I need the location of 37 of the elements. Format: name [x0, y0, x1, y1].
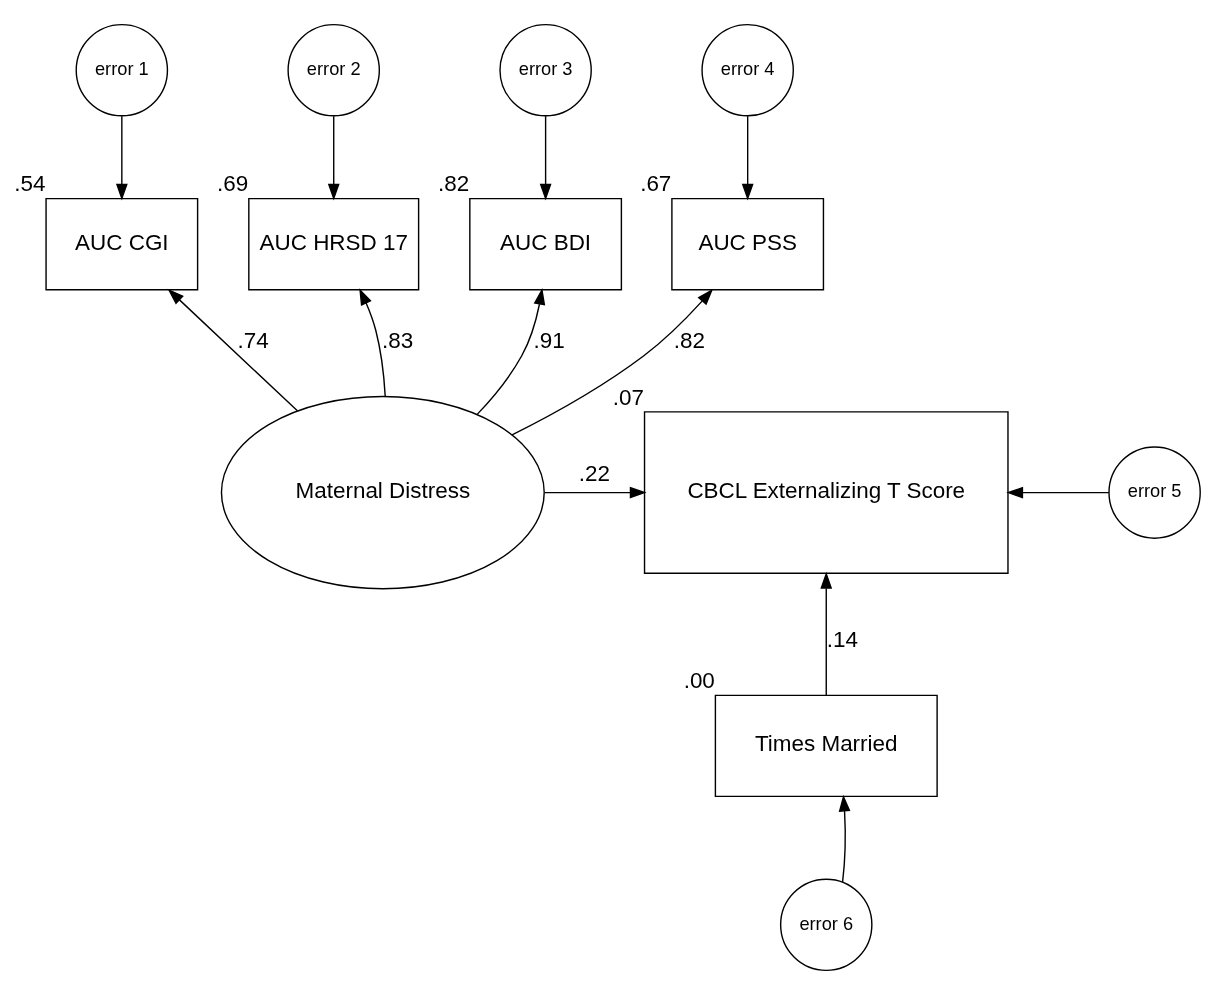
edge-label: .91	[533, 327, 565, 353]
node-box: AUC BDI	[469, 197, 623, 290]
node-label: .00	[683, 667, 715, 693]
node-box: AUC CGI	[45, 197, 199, 290]
arrow	[838, 794, 851, 883]
node-box: Times Married	[714, 694, 938, 797]
node-box: AUC PSS	[671, 197, 825, 290]
edge-label: .82	[673, 327, 706, 353]
node-circle: error 1	[75, 23, 169, 116]
node-box: AUC HRSD 17	[248, 197, 420, 290]
edge-label: .83	[381, 327, 414, 353]
node-circle: error 5	[1108, 445, 1201, 539]
node-label: .67	[640, 170, 672, 196]
arrow	[167, 288, 299, 411]
arrow	[539, 114, 552, 201]
node-label: .07	[612, 384, 644, 410]
arrow	[359, 287, 386, 397]
edge-label: .14	[826, 626, 858, 652]
arrow	[1006, 486, 1110, 498]
arrow	[741, 114, 754, 201]
edge-label: .74	[237, 327, 269, 353]
arrow	[476, 287, 546, 415]
arrow	[327, 114, 340, 201]
arrow	[544, 486, 647, 498]
node-box: CBCL Externalizing T Score	[643, 410, 1009, 574]
node-label: .82	[438, 170, 470, 196]
node-ellipse: Maternal Distress	[220, 395, 545, 589]
edge-label: .22	[578, 460, 610, 486]
node-circle: error 4	[701, 23, 794, 116]
arrow	[820, 571, 833, 696]
node-circle: error 3	[499, 23, 592, 116]
node-circle: error 2	[287, 23, 381, 116]
arrow	[511, 288, 714, 436]
node-label: .69	[217, 170, 249, 196]
node-circle: error 6	[779, 877, 873, 971]
arrow	[115, 114, 128, 201]
node-label: .54	[14, 170, 46, 196]
